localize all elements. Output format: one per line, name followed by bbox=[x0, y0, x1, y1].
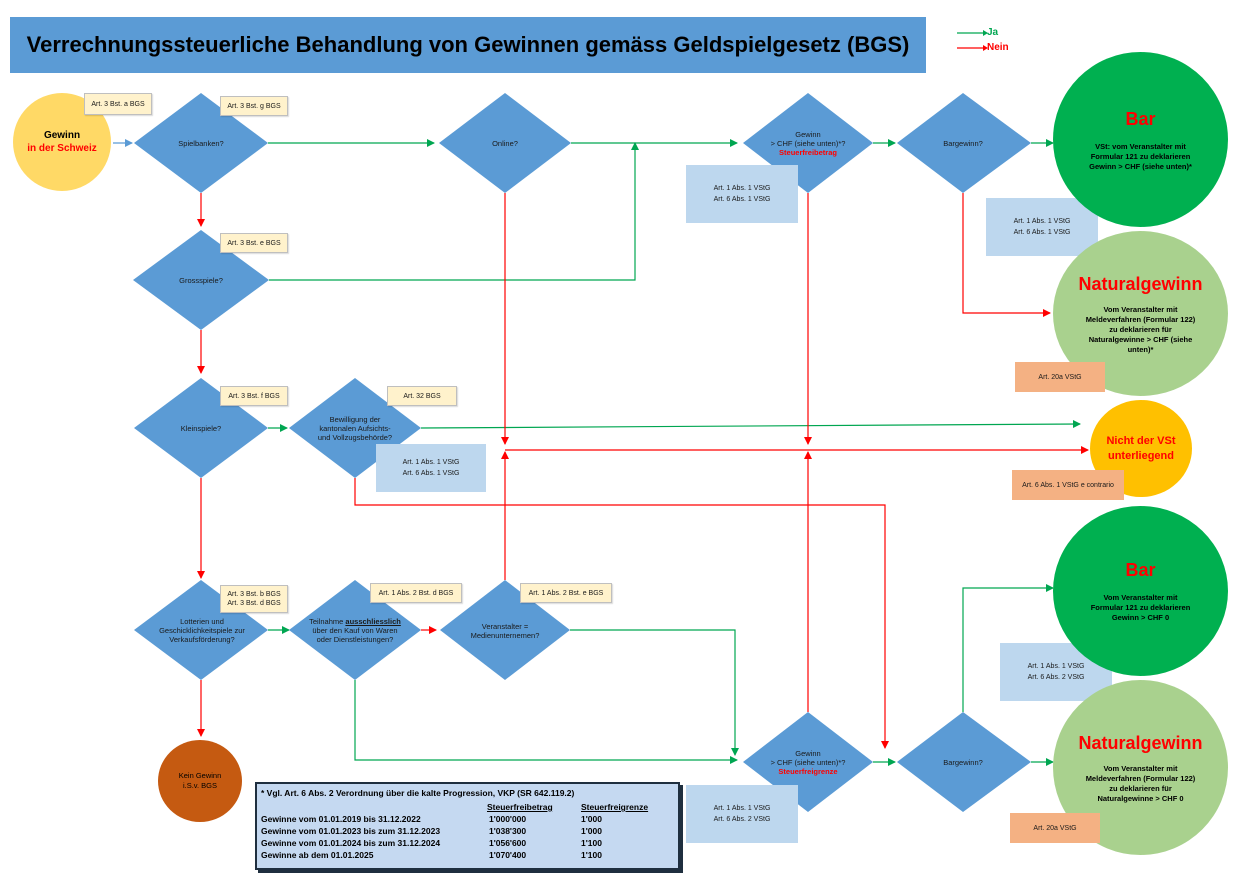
ref-art3b: Art. 3 Bst. b BGS bbox=[227, 591, 281, 598]
note-row: Gewinne vom 01.01.2024 bis zum 31.12.202… bbox=[261, 838, 681, 850]
natural-top-line1: Vom Veranstalter mit bbox=[1103, 304, 1178, 314]
natural-bottom-title: Naturalgewinn bbox=[1078, 732, 1203, 753]
natural-bottom-line3: zu deklarieren für bbox=[1109, 783, 1172, 793]
vstg-box-bargewinn-top: Art. 1 Abs. 1 VStG Art. 6 Abs. 1 VStG bbox=[986, 198, 1098, 256]
note-row-freibetrag: 1'038'300 bbox=[489, 826, 527, 836]
note-row-freigrenze: 1'000 bbox=[581, 826, 602, 836]
bar-bottom-title: Bar bbox=[1125, 560, 1156, 580]
ref-art32: Art. 32 BGS bbox=[387, 386, 457, 406]
diamond-bargewinn-top bbox=[897, 93, 1031, 193]
outcome-bar-top: Bar VSt: vom Veranstalter mit Formular 1… bbox=[1053, 52, 1228, 227]
legend bbox=[957, 30, 988, 51]
note-row-freigrenze: 1'100 bbox=[581, 838, 602, 848]
bar-bottom-line1: Vom Veranstalter mit bbox=[1103, 593, 1178, 602]
page-title: Verrechnungssteuerliche Behandlung von G… bbox=[10, 17, 926, 73]
outcome-bar-bottom: Bar Vom Veranstalter mit Formular 121 zu… bbox=[1053, 506, 1228, 676]
bar-top-line2: Formular 121 zu deklarieren bbox=[1090, 151, 1191, 161]
legend-no-label: Nein bbox=[987, 42, 1009, 53]
vstg-contrario: Art. 6 Abs. 1 VStG e contrario bbox=[1012, 470, 1124, 500]
note-row: Gewinne vom 01.01.2019 bis 31.12.2022 1'… bbox=[261, 814, 681, 826]
diamond-teilnahme bbox=[289, 580, 421, 680]
bar-top-line3: Gewinn > CHF (siehe unten)* bbox=[1089, 161, 1192, 171]
natural-top-title: Naturalgewinn bbox=[1078, 273, 1203, 294]
note-row-freibetrag: 1'070'400 bbox=[489, 850, 527, 860]
vstg-line: Art. 1 Abs. 1 VStG bbox=[713, 805, 771, 812]
vstg-line: Art. 6 Abs. 1 VStG bbox=[713, 196, 771, 203]
bar-top-line1: VSt: vom Veranstalter mit bbox=[1095, 141, 1186, 151]
ref-art3bd: Art. 3 Bst. b BGS Art. 3 Bst. d BGS bbox=[220, 585, 288, 613]
natural-bottom-line2: Meldeverfahren (Formular 122) bbox=[1085, 773, 1196, 783]
note-row-label: Gewinne ab dem 01.01.2025 bbox=[261, 850, 374, 860]
diamond-bargewinn-bottom bbox=[897, 712, 1031, 812]
legend-yes-label: Ja bbox=[987, 27, 999, 38]
note-row-label: Gewinne vom 01.01.2023 bis zum 31.12.202… bbox=[261, 826, 441, 836]
diamond-online bbox=[439, 93, 571, 193]
vstg-line: Art. 1 Abs. 1 VStG bbox=[713, 185, 771, 192]
ref-art3a: Art. 3 Bst. a BGS bbox=[84, 93, 152, 115]
diamond-veranstalter bbox=[440, 580, 570, 680]
vstg-line: Art. 6 Abs. 1 VStG bbox=[1013, 229, 1071, 236]
note-row-label: Gewinne vom 01.01.2019 bis 31.12.2022 bbox=[261, 814, 421, 824]
threshold-note-box: * Vgl. Art. 6 Abs. 2 Verordnung über die… bbox=[255, 782, 680, 870]
kein-gewinn-line1: Kein Gewinn bbox=[178, 771, 222, 780]
vstg-box-gewinn-top: Art. 1 Abs. 1 VStG Art. 6 Abs. 1 VStG bbox=[686, 165, 798, 223]
natural-top-line2: Meldeverfahren (Formular 122) bbox=[1085, 314, 1196, 324]
note-title: * Vgl. Art. 6 Abs. 2 Verordnung über die… bbox=[261, 788, 575, 798]
natural-top-line5: unten)* bbox=[1127, 344, 1154, 354]
start-line2: in der Schweiz bbox=[27, 143, 97, 154]
kein-gewinn-line2: i.S.v. BGS bbox=[182, 781, 218, 790]
vstg-line: Art. 1 Abs. 1 VStG bbox=[1027, 663, 1085, 670]
note-row-freigrenze: 1'100 bbox=[581, 850, 602, 860]
natural-top-line3: zu deklarieren für bbox=[1109, 324, 1172, 334]
outcome-kein-gewinn: Kein Gewinn i.S.v. BGS bbox=[158, 740, 242, 822]
vstg-art20a-bottom: Art. 20a VStG bbox=[1010, 813, 1100, 843]
bar-top-title: Bar bbox=[1125, 108, 1156, 129]
note-row-label: Gewinne vom 01.01.2024 bis zum 31.12.202… bbox=[261, 838, 441, 848]
vstg-box-gewinn-bottom: Art. 1 Abs. 1 VStG Art. 6 Abs. 2 VStG bbox=[686, 785, 798, 843]
note-col-freigrenze: Steuerfreigrenze bbox=[581, 802, 649, 812]
no-connectors bbox=[197, 193, 1089, 749]
vstg-line: Art. 6 Abs. 1 VStG bbox=[402, 470, 460, 477]
ref-art1-2e: Art. 1 Abs. 2 Bst. e BGS bbox=[520, 583, 612, 603]
diamond-spielbanken bbox=[134, 93, 268, 193]
bar-bottom-line2: Formular 121 zu deklarieren bbox=[1090, 603, 1191, 612]
note-row-freigrenze: 1'000 bbox=[581, 814, 602, 824]
decision-diamonds bbox=[133, 93, 1031, 812]
natural-top-line4: Naturalgewinne > CHF (siehe bbox=[1088, 334, 1193, 344]
bar-bottom-line3: Gewinn > CHF 0 bbox=[1111, 613, 1170, 622]
vstg-line: Art. 6 Abs. 2 VStG bbox=[713, 816, 771, 823]
start-line1: Gewinn bbox=[43, 130, 81, 141]
ref-art3g: Art. 3 Bst. g BGS bbox=[220, 96, 288, 116]
ref-art3d: Art. 3 Bst. d BGS bbox=[227, 600, 281, 607]
vstg-line: Art. 1 Abs. 1 VStG bbox=[402, 459, 460, 466]
note-col-freibetrag: Steuerfreibetrag bbox=[487, 802, 553, 812]
vstg-line: Art. 1 Abs. 1 VStG bbox=[1013, 218, 1071, 225]
ref-art3e: Art. 3 Bst. e BGS bbox=[220, 233, 288, 253]
not-vst-line1: Nicht der VSt bbox=[1106, 434, 1176, 447]
ref-art3f: Art. 3 Bst. f BGS bbox=[220, 386, 288, 406]
yes-connectors bbox=[268, 139, 1081, 766]
ref-art1-2d: Art. 1 Abs. 2 Bst. d BGS bbox=[370, 583, 462, 603]
natural-bottom-line4: Naturalgewinne > CHF 0 bbox=[1097, 793, 1184, 803]
not-vst-line2: unterliegend bbox=[1107, 449, 1174, 462]
vstg-line: Art. 6 Abs. 2 VStG bbox=[1027, 674, 1085, 681]
natural-bottom-line1: Vom Veranstalter mit bbox=[1103, 763, 1178, 773]
vstg-art20a-top: Art. 20a VStG bbox=[1015, 362, 1105, 392]
note-row-freibetrag: 1'056'600 bbox=[489, 838, 527, 848]
diamond-grossspiele bbox=[133, 230, 269, 330]
note-row: Gewinne ab dem 01.01.2025 1'070'400 1'10… bbox=[261, 850, 681, 862]
vstg-box-bewilligung: Art. 1 Abs. 1 VStG Art. 6 Abs. 1 VStG bbox=[376, 444, 486, 492]
note-row: Gewinne vom 01.01.2023 bis zum 31.12.202… bbox=[261, 826, 681, 838]
note-row-freibetrag: 1'000'000 bbox=[489, 814, 527, 824]
